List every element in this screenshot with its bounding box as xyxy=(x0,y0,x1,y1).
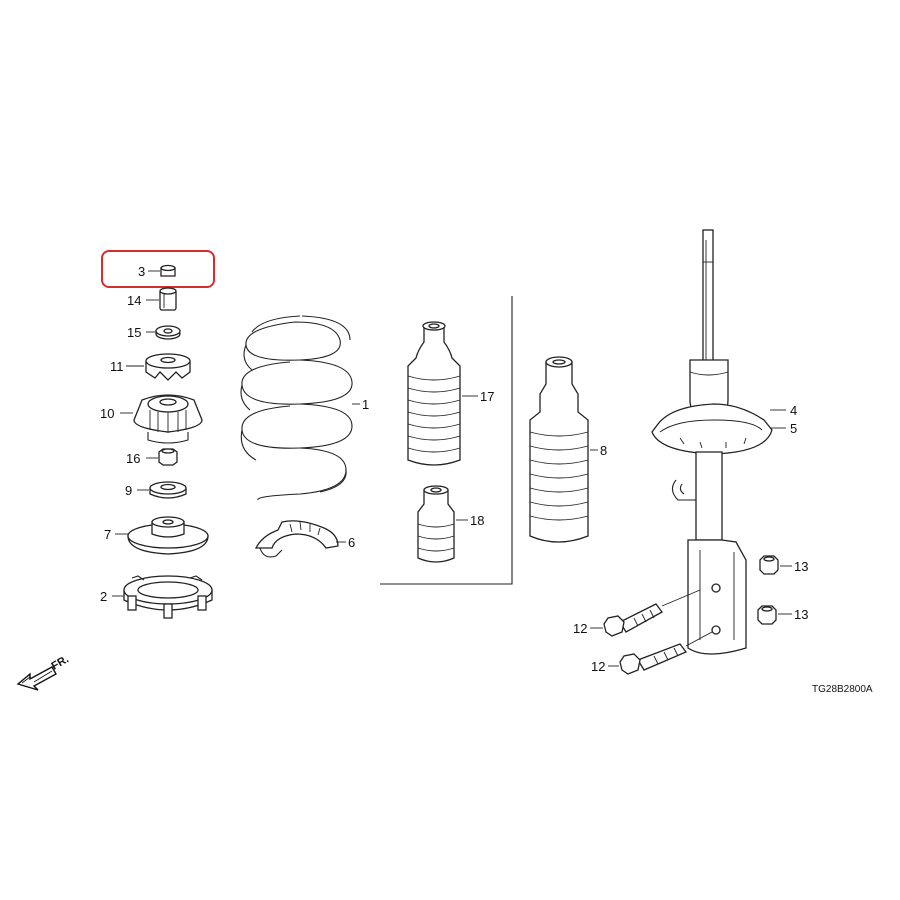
callout-5: 5 xyxy=(790,421,797,436)
part-13-nut-lower[interactable] xyxy=(757,605,792,625)
callout-15: 15 xyxy=(127,325,141,340)
part-9-bearing[interactable] xyxy=(137,481,187,499)
diagram-code: TG28B2800A xyxy=(812,684,873,695)
part-16-nut[interactable] xyxy=(146,448,178,466)
callout-1: 1 xyxy=(362,397,369,412)
callout-10: 10 xyxy=(100,406,114,421)
callout-2: 2 xyxy=(100,589,107,604)
front-label: FR. xyxy=(50,653,71,672)
callout-13-lower: 13 xyxy=(794,607,808,622)
callout-6: 6 xyxy=(348,535,355,550)
part-7-spring-seat[interactable] xyxy=(115,516,209,555)
callout-17: 17 xyxy=(480,389,494,404)
part-18-bump-stop[interactable] xyxy=(417,485,468,563)
callout-11: 11 xyxy=(110,359,124,374)
part-3-cap[interactable] xyxy=(148,264,176,277)
part-13-nut-upper[interactable] xyxy=(759,555,792,575)
group-bracket xyxy=(380,296,513,585)
part-8-boot-assembly[interactable] xyxy=(529,356,598,543)
part-14-bushing[interactable] xyxy=(146,287,177,311)
callout-12-lower: 12 xyxy=(591,659,605,674)
part-10-mount-rubber[interactable] xyxy=(120,394,203,444)
part-2-housing[interactable] xyxy=(112,575,213,619)
highlight-box[interactable] xyxy=(101,250,215,288)
part-12-bolt-lower[interactable] xyxy=(608,631,713,675)
part-6-lower-insulator[interactable] xyxy=(254,520,346,558)
callout-18: 18 xyxy=(470,513,484,528)
callout-8: 8 xyxy=(600,443,607,458)
part-11-mount-plate[interactable] xyxy=(126,353,191,381)
part-12-bolt-upper[interactable] xyxy=(590,589,701,637)
front-arrow-icon xyxy=(16,666,57,691)
callout-7: 7 xyxy=(104,527,111,542)
callout-14: 14 xyxy=(127,293,141,308)
callout-13-upper: 13 xyxy=(794,559,808,574)
part-4-5-strut[interactable] xyxy=(651,229,786,655)
part-1-coil-spring[interactable] xyxy=(240,315,360,501)
part-17-dust-boot[interactable] xyxy=(407,321,478,466)
callout-16: 16 xyxy=(126,451,140,466)
callout-12-upper: 12 xyxy=(573,621,587,636)
callout-3: 3 xyxy=(138,264,145,279)
callout-9: 9 xyxy=(125,483,132,498)
callout-4: 4 xyxy=(790,403,797,418)
part-15-washer[interactable] xyxy=(146,325,181,340)
